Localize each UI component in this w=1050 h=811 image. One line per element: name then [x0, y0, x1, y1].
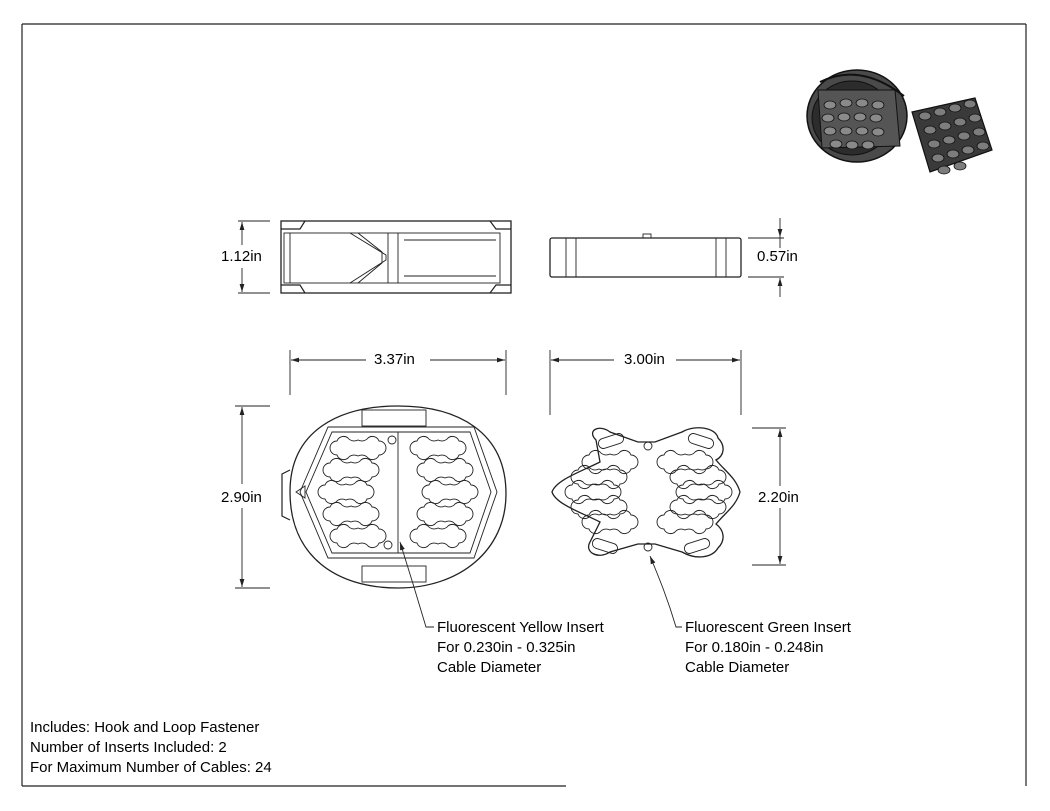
- iso-body: [806, 69, 908, 163]
- isometric-render: [806, 69, 993, 175]
- body-top-view: [280, 220, 512, 294]
- note-line: Number of Inserts Included: 2: [30, 739, 227, 756]
- callout-line: For 0.180in - 0.248in: [685, 639, 824, 656]
- callout-line: Fluorescent Yellow Insert: [437, 619, 604, 636]
- green-insert-front-view: [551, 427, 741, 558]
- dim-body-width: 3.37in: [374, 351, 415, 368]
- note-line: Includes: Hook and Loop Fastener: [30, 719, 260, 736]
- dim-body-height: 2.90in: [221, 489, 262, 506]
- callout-line: Cable Diameter: [685, 659, 790, 676]
- dim-insert-side-height: 0.57in: [757, 248, 798, 265]
- body-front-view: [281, 405, 507, 589]
- yellow-insert-callout: Fluorescent Yellow Insert For 0.230in - …: [437, 618, 604, 678]
- callout-line: Cable Diameter: [437, 659, 542, 676]
- dim-top-view-height: 1.12in: [221, 248, 262, 265]
- dimension-lines: [235, 218, 786, 589]
- iso-insert: [911, 97, 993, 175]
- note-line: For Maximum Number of Cables: 24: [30, 759, 272, 776]
- leader-lines: [399, 541, 682, 628]
- drawing-notes: Includes: Hook and Loop Fastener Number …: [30, 718, 272, 778]
- sheet-border: [21, 23, 1027, 787]
- callout-line: For 0.230in - 0.325in: [437, 639, 576, 656]
- callout-line: Fluorescent Green Insert: [685, 619, 851, 636]
- green-insert-callout: Fluorescent Green Insert For 0.180in - 0…: [685, 618, 851, 678]
- insert-side-view: [549, 233, 742, 278]
- dim-insert-width: 3.00in: [624, 351, 665, 368]
- dim-insert-height: 2.20in: [758, 489, 799, 506]
